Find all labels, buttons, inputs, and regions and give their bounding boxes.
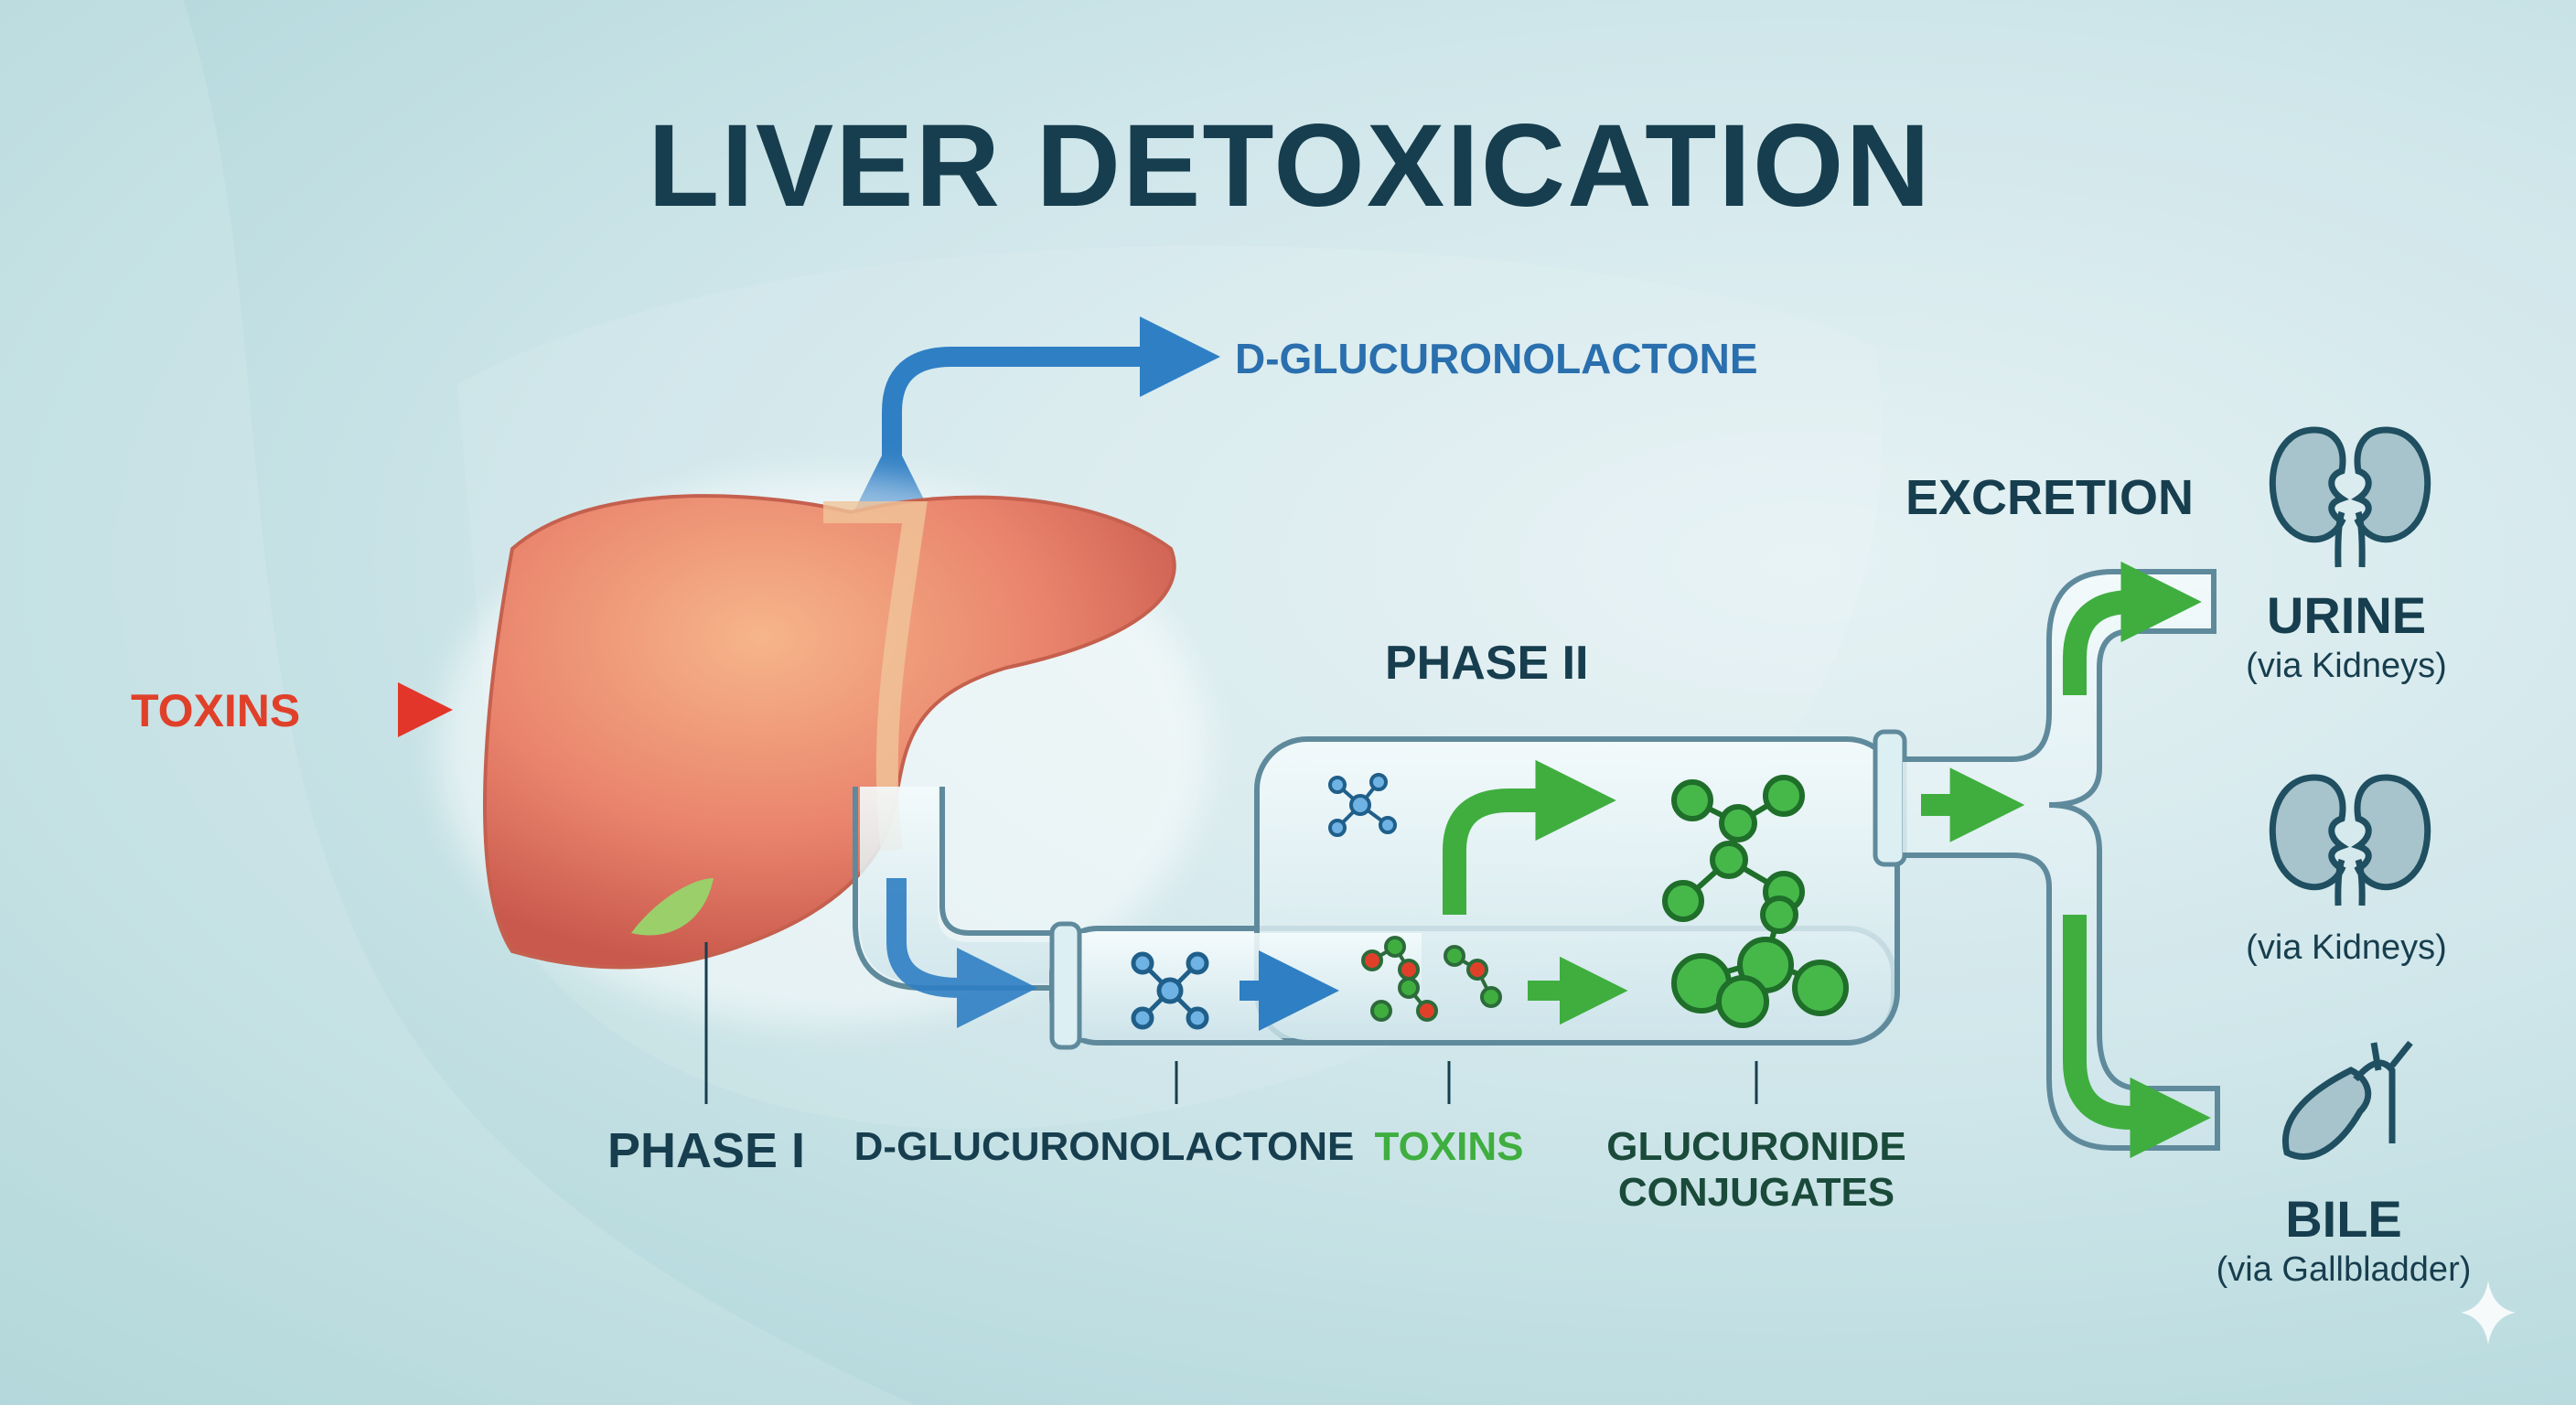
bile-flow-arrow bbox=[2063, 915, 2211, 1159]
curved-arrow-green bbox=[1443, 759, 1616, 915]
excretion-heading: EXCRETION bbox=[1905, 470, 2194, 525]
tube-label-toxins: TOXINS bbox=[1374, 1124, 1523, 1169]
kidneys-icon-2 bbox=[2269, 774, 2431, 906]
d-glucuronolactone-molecule-icon bbox=[1131, 951, 1209, 1030]
phase2-label: PHASE II bbox=[1385, 637, 1589, 690]
sparkle-icon bbox=[2461, 1281, 2516, 1345]
phase1-label: PHASE I bbox=[607, 1123, 805, 1178]
body-silhouette bbox=[0, 0, 915, 1405]
page-title: LIVER DETOXICATION bbox=[648, 101, 1932, 231]
urine-sub-label: (via Kidneys) bbox=[2246, 647, 2447, 685]
kidneys-sub-label: (via Kidneys) bbox=[2246, 928, 2447, 967]
d-glucuronolactone-molecule-icon-upper bbox=[1328, 773, 1397, 837]
toxin-molecules-icon bbox=[1361, 936, 1502, 1022]
urine-label: URINE bbox=[2267, 586, 2426, 644]
glucuronide-conjugate-cluster-icon bbox=[1662, 775, 1849, 1028]
tube-label-d-glucuronolactone: D-GLUCURONOLACTONE bbox=[854, 1124, 1355, 1169]
top-d-glucuronolactone-label: D-GLUCURONOLACTONE bbox=[1235, 335, 1758, 382]
tube-label-conjugates: CONJUGATES bbox=[1618, 1170, 1894, 1215]
urine-flow-arrow bbox=[2063, 561, 2202, 695]
kidneys-icon bbox=[2269, 426, 2431, 568]
excretion-branch-pipe bbox=[1903, 569, 2220, 1151]
recycle-arrow bbox=[852, 316, 1220, 516]
tube-label-glucuronide: GLUCURONIDE bbox=[1606, 1124, 1906, 1169]
bile-sub-label: (via Gallbladder) bbox=[2216, 1250, 2472, 1289]
bile-label: BILE bbox=[2285, 1190, 2402, 1248]
gallbladder-icon bbox=[2282, 1040, 2413, 1160]
toxins-input-label: TOXINS bbox=[131, 685, 300, 736]
